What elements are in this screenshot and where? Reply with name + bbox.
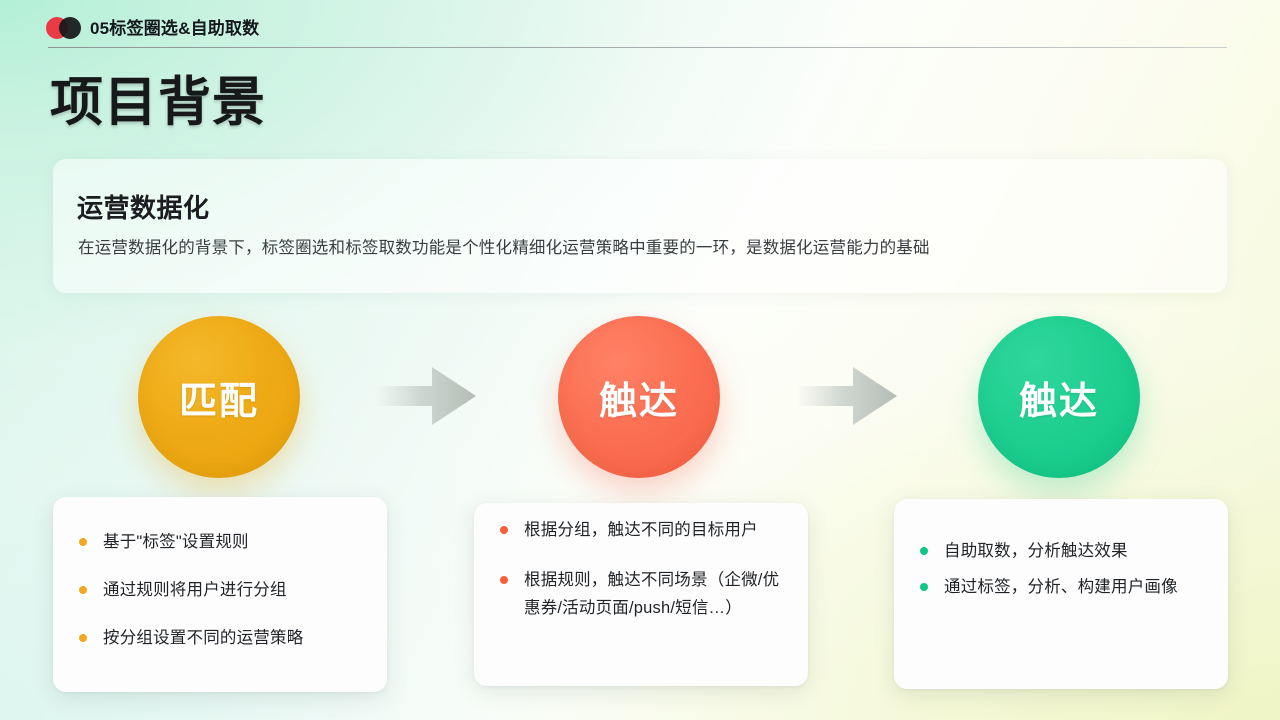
flow-arrow-1	[376, 363, 476, 429]
list-item: 通过规则将用户进行分组	[79, 576, 361, 604]
bullet-dot-icon	[79, 586, 87, 594]
slide-header: 05标签圈选&自助取数	[0, 0, 1280, 50]
bullet-dot-icon	[500, 576, 508, 584]
detail-card-1-list: 基于"标签"设置规则 通过规则将用户进行分组 按分组设置不同的运营策略	[53, 528, 387, 672]
list-item-text: 按分组设置不同的运营策略	[103, 629, 304, 647]
logo-circle-dark-icon	[59, 17, 81, 39]
list-item-text: 根据分组，触达不同的目标用户	[524, 521, 758, 539]
list-item: 根据规则，触达不同场景（企微/优惠券/活动页面/push/短信…）	[500, 566, 782, 622]
arrow-right-icon	[376, 367, 476, 425]
detail-card-2-list: 根据分组，触达不同的目标用户 根据规则，触达不同场景（企微/优惠券/活动页面/p…	[474, 516, 808, 644]
list-item: 根据分组，触达不同的目标用户	[500, 516, 782, 544]
bullet-dot-icon	[79, 634, 87, 642]
flow-step-2-label: 触达	[598, 380, 679, 423]
logo-mark	[46, 17, 86, 39]
intro-card: 运营数据化 在运营数据化的背景下，标签圈选和标签取数功能是个性化精细化运营策略中…	[53, 159, 1227, 293]
header-title: 05标签圈选&自助取数	[90, 19, 260, 38]
list-item: 通过标签，分析、构建用户画像	[920, 573, 1202, 601]
flow-step-2: 触达	[558, 316, 720, 478]
list-item-text: 通过规则将用户进行分组	[103, 581, 287, 599]
detail-card-3: 自助取数，分析触达效果 通过标签，分析、构建用户画像	[894, 499, 1228, 689]
detail-card-3-list: 自助取数，分析触达效果 通过标签，分析、构建用户画像	[894, 537, 1228, 609]
list-item: 自助取数，分析触达效果	[920, 537, 1202, 565]
flow-step-1: 匹配	[138, 316, 300, 478]
list-item: 按分组设置不同的运营策略	[79, 624, 361, 652]
flow-arrow-2	[797, 363, 897, 429]
page-title: 项目背景	[50, 73, 266, 132]
flow-step-3: 触达	[978, 316, 1140, 478]
list-item-text: 根据规则，触达不同场景（企微/优惠券/活动页面/push/短信…）	[524, 571, 780, 617]
detail-card-1: 基于"标签"设置规则 通过规则将用户进行分组 按分组设置不同的运营策略	[53, 497, 387, 692]
bullet-dot-icon	[920, 583, 928, 591]
list-item-text: 通过标签，分析、构建用户画像	[944, 578, 1178, 596]
bullet-dot-icon	[79, 538, 87, 546]
flow-step-3-label: 触达	[1018, 380, 1099, 423]
list-item-text: 自助取数，分析触达效果	[944, 542, 1128, 560]
arrow-right-icon	[797, 367, 897, 425]
list-item-text: 基于"标签"设置规则	[103, 533, 249, 551]
list-item: 基于"标签"设置规则	[79, 528, 361, 556]
bullet-dot-icon	[500, 526, 508, 534]
intro-heading: 运营数据化	[77, 193, 210, 223]
detail-card-2: 根据分组，触达不同的目标用户 根据规则，触达不同场景（企微/优惠券/活动页面/p…	[474, 503, 808, 686]
flow-step-1-label: 匹配	[178, 380, 259, 423]
intro-body: 在运营数据化的背景下，标签圈选和标签取数功能是个性化精细化运营策略中重要的一环，…	[78, 239, 930, 257]
header-divider	[48, 47, 1227, 48]
bullet-dot-icon	[920, 547, 928, 555]
